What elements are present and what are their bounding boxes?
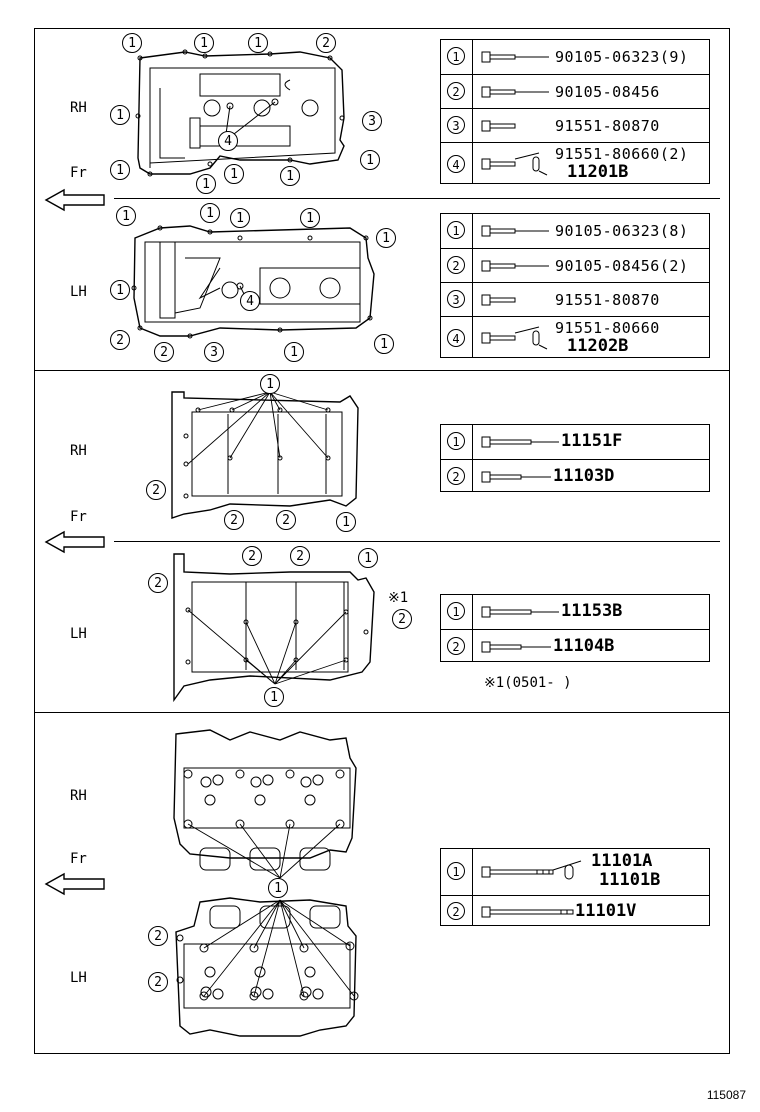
rh-lh-divider (114, 541, 720, 542)
callout-2: 2 (392, 609, 412, 629)
table-row: 4 91551-80660(2) 11201B (441, 142, 709, 185)
table-row: 4 91551-80660 11202B (441, 316, 709, 359)
callout-2: 2 (148, 926, 168, 946)
table-row: 1 11151F (441, 425, 709, 459)
bolt-icon (481, 436, 559, 448)
bolt-icon (481, 606, 559, 618)
table-row: 2 11103D (441, 459, 709, 493)
callout-1: 1 (300, 208, 320, 228)
section-divider-2 (34, 712, 730, 713)
lh-label: LH (70, 626, 87, 642)
callout-1: 1 (374, 334, 394, 354)
bolt-icon (481, 260, 549, 272)
callout-1: 1 (200, 203, 220, 223)
rh-label: RH (70, 788, 87, 804)
lh-label: LH (70, 970, 87, 986)
callout-1: 1 (268, 878, 288, 898)
table-row: 1 11101A 11101B (441, 849, 709, 895)
section-divider-1 (34, 370, 730, 371)
rh-cover-parts-table: 1 90105-06323(9) 2 90105-08456 3 91551-8… (440, 39, 710, 184)
callout-1: 1 (194, 33, 214, 53)
front-label: Fr (70, 851, 87, 867)
rh-cylinder-head-drawing (173, 729, 357, 879)
callout-3: 3 (204, 342, 224, 362)
callout-4: 4 (240, 291, 260, 311)
front-arrow-icon (44, 530, 105, 554)
callout-1: 1 (260, 374, 280, 394)
table-row: 2 90105-08456 (441, 74, 709, 108)
bolt-icon (481, 906, 574, 918)
lh-housing-parts-table: 1 11153B 2 11104B (440, 594, 710, 662)
bolt-washer-icon (481, 860, 582, 880)
rh-label: RH (70, 100, 87, 116)
lh-label: LH (70, 284, 87, 300)
callout-2: 2 (316, 33, 336, 53)
callout-2: 2 (148, 972, 168, 992)
callout-1: 1 (264, 687, 284, 707)
cylinder-head-parts-table: 1 11101A 11101B 2 11101V (440, 848, 710, 926)
callout-4: 4 (218, 131, 238, 151)
rh-housing-parts-table: 1 11151F 2 11103D (440, 424, 710, 492)
table-row: 3 91551-80870 (441, 282, 709, 316)
table-row: 3 91551-80870 (441, 108, 709, 142)
bolt-icon (481, 641, 551, 653)
rh-lh-divider (114, 198, 720, 199)
rh-housing-drawing (171, 391, 359, 519)
bolt-icon (481, 120, 516, 132)
bolt-icon (481, 471, 551, 483)
callout-2: 2 (276, 510, 296, 530)
note-mark: ※1 (388, 590, 409, 606)
table-row: 2 11101V (441, 895, 709, 927)
callout-2: 2 (146, 480, 166, 500)
callout-1: 1 (360, 150, 380, 170)
rh-label: RH (70, 443, 87, 459)
lh-cover-parts-table: 1 90105-06323(8) 2 90105-08456(2) 3 9155… (440, 213, 710, 358)
callout-1: 1 (284, 342, 304, 362)
callout-2: 2 (242, 546, 262, 566)
front-label: Fr (70, 509, 87, 525)
callout-2: 2 (224, 510, 244, 530)
diagram-frame (34, 28, 730, 1054)
callout-1: 1 (358, 548, 378, 568)
lh-cover-drawing (131, 225, 375, 339)
lh-housing-drawing (173, 553, 375, 703)
callout-1: 1 (248, 33, 268, 53)
callout-1: 1 (122, 33, 142, 53)
applicability-note: ※1(0501- ) (484, 675, 572, 691)
table-row: 1 90105-06323(9) (441, 40, 709, 74)
table-row: 1 11153B (441, 595, 709, 629)
bolt-icon (481, 86, 549, 98)
callout-1: 1 (224, 164, 244, 184)
table-row: 2 11104B (441, 629, 709, 663)
callout-2: 2 (148, 573, 168, 593)
callout-1: 1 (110, 160, 130, 180)
callout-1: 1 (196, 174, 216, 194)
front-arrow-icon (44, 188, 105, 212)
bolt-icon (481, 51, 549, 63)
rh-cover-drawing (135, 49, 345, 177)
bolt-washer-icon (481, 152, 548, 176)
callout-1: 1 (336, 512, 356, 532)
lh-cylinder-head-drawing (175, 897, 359, 1037)
callout-1: 1 (110, 280, 130, 300)
callout-3: 3 (362, 111, 382, 131)
diagram-code: 115087 (706, 1088, 746, 1102)
bolt-icon (481, 294, 516, 306)
callout-1: 1 (230, 208, 250, 228)
table-row: 2 90105-08456(2) (441, 248, 709, 282)
bolt-icon (481, 225, 549, 237)
bolt-washer-icon (481, 326, 548, 350)
callout-2: 2 (154, 342, 174, 362)
callout-1: 1 (110, 105, 130, 125)
callout-1: 1 (376, 228, 396, 248)
callout-2: 2 (110, 330, 130, 350)
front-label: Fr (70, 165, 87, 181)
front-arrow-icon (44, 872, 105, 896)
callout-2: 2 (290, 546, 310, 566)
callout-1: 1 (116, 206, 136, 226)
table-row: 1 90105-06323(8) (441, 214, 709, 248)
callout-1: 1 (280, 166, 300, 186)
